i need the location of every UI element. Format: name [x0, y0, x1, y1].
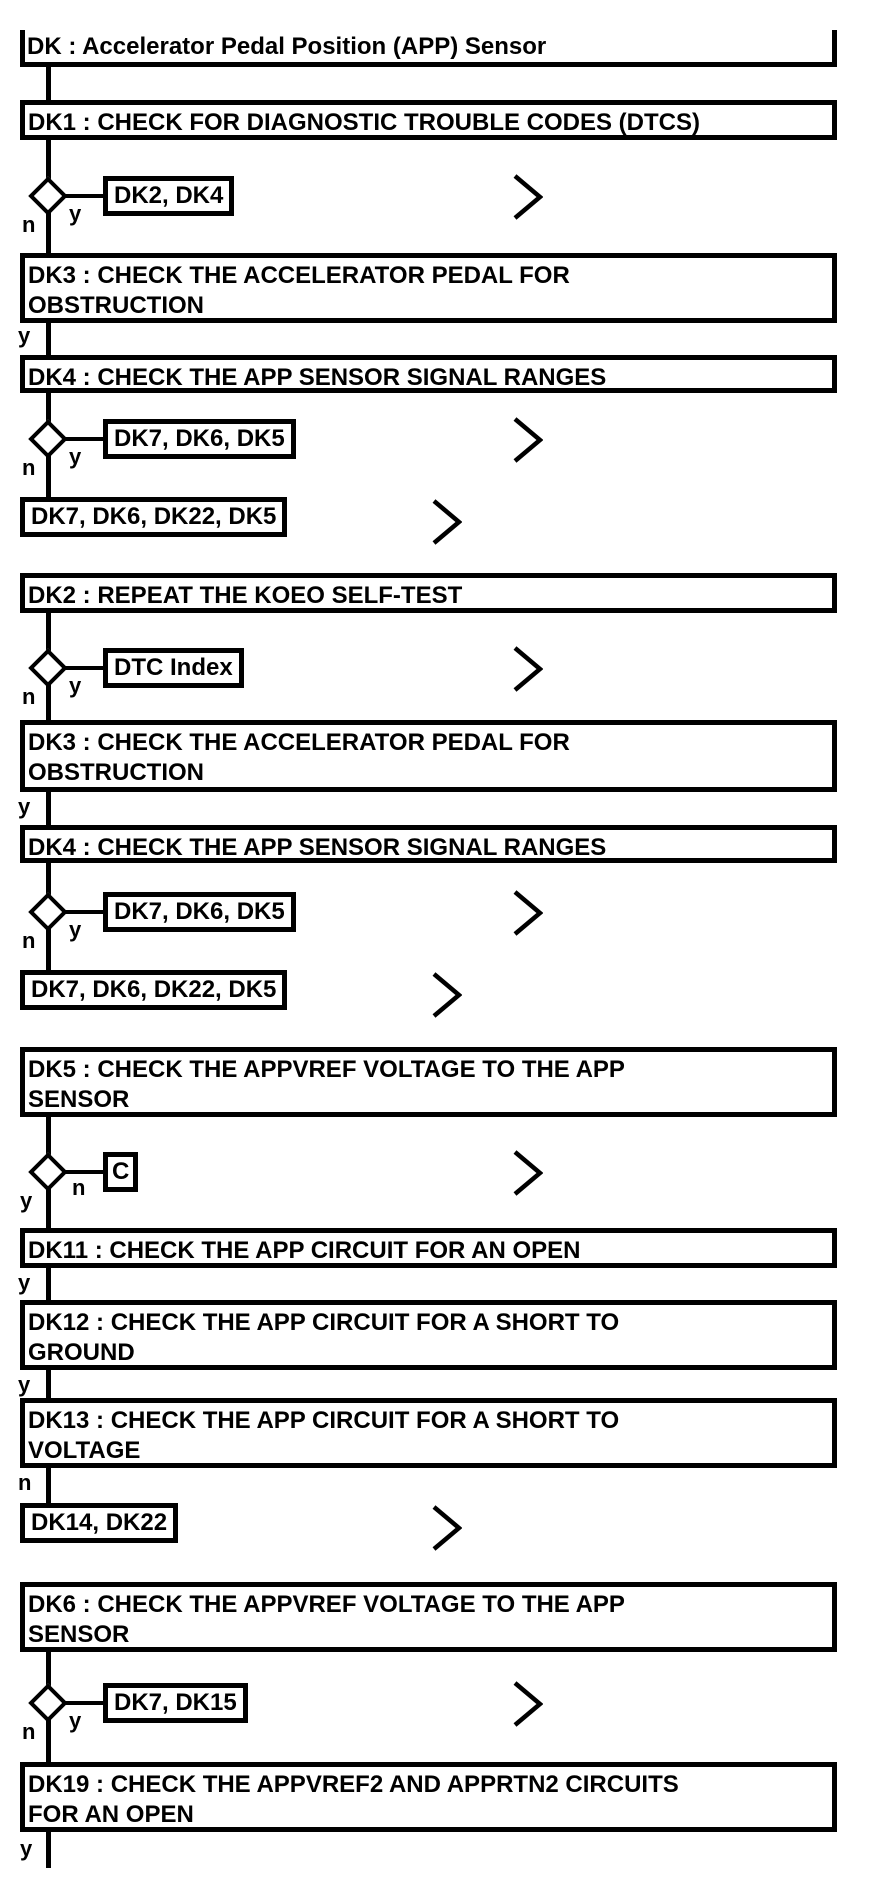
flow-connector-line: [46, 792, 51, 825]
step-text-line: DK19 : CHECK THE APPVREF2 AND APPRTN2 CI…: [28, 1771, 679, 1798]
branch-label-no: n: [22, 684, 36, 709]
step-text-line: DK1 : CHECK FOR DIAGNOSTIC TROUBLE CODES…: [28, 109, 700, 136]
branch-line: [62, 910, 106, 914]
branch-line: [62, 1701, 106, 1705]
step-text-line: DK11 : CHECK THE APP CIRCUIT FOR AN OPEN: [28, 1237, 581, 1264]
flow-connector-line: [46, 453, 51, 497]
branch-line: [62, 666, 106, 670]
go-to-box-dtc-index: DTC Index: [103, 648, 244, 688]
branch-label-no: n: [22, 1719, 36, 1744]
branch-label-yes: y: [69, 673, 82, 698]
flow-title: DK : Accelerator Pedal Position (APP) Se…: [27, 33, 547, 60]
step-text-line: SENSOR: [28, 1621, 130, 1648]
flow-connector-line: [46, 1717, 51, 1762]
flow-connector-line: [46, 393, 51, 425]
continue-chevron-icon: [513, 646, 543, 692]
continue-chevron-icon: [513, 890, 543, 936]
step-box-dk5: DK5 : CHECK THE APPVREF VOLTAGE TO THE A…: [20, 1047, 837, 1117]
step-box-dk1: DK1 : CHECK FOR DIAGNOSTIC TROUBLE CODES…: [20, 100, 837, 140]
flow-connector-line: [46, 1468, 51, 1503]
flow-connector-line: [46, 323, 51, 355]
flow-connector-line: [46, 1117, 51, 1158]
continue-chevron-icon: [432, 1505, 462, 1551]
step-box-dk11: DK11 : CHECK THE APP CIRCUIT FOR AN OPEN: [20, 1228, 837, 1268]
step-text-line: DK4 : CHECK THE APP SENSOR SIGNAL RANGES: [28, 364, 607, 391]
flow-title-box: DK : Accelerator Pedal Position (APP) Se…: [20, 30, 837, 67]
branch-label-yes: y: [69, 1708, 82, 1733]
step-box-dk3-2: DK3 : CHECK THE ACCELERATOR PEDAL FOR OB…: [20, 720, 837, 792]
branch-line: [62, 194, 106, 198]
continue-chevron-icon: [432, 499, 462, 545]
flow-connector-line: [46, 1370, 51, 1398]
flow-connector-line: [46, 863, 51, 898]
continue-chevron-icon: [513, 174, 543, 220]
step-box-dk3: DK3 : CHECK THE ACCELERATOR PEDAL FOR OB…: [20, 253, 837, 323]
step-text-line: OBSTRUCTION: [28, 292, 204, 319]
branch-label-no: n: [72, 1175, 86, 1200]
flow-connector-line: [46, 1268, 51, 1300]
step-text-line: GROUND: [28, 1339, 135, 1366]
exit-label-yes: y: [18, 1270, 31, 1295]
step-text-line: FOR AN OPEN: [28, 1801, 194, 1828]
flow-connector-line: [46, 67, 51, 100]
exit-label-yes: y: [18, 323, 31, 348]
branch-label-yes: y: [69, 201, 82, 226]
branch-label-no: n: [22, 455, 36, 480]
go-to-box-dk7-dk6-dk22-dk5: DK7, DK6, DK22, DK5: [20, 497, 288, 537]
go-to-box-dk14-dk22: DK14, DK22: [20, 1503, 179, 1543]
step-text-line: VOLTAGE: [28, 1437, 141, 1464]
branch-label-yes: y: [69, 917, 82, 942]
step-text-line: DK3 : CHECK THE ACCELERATOR PEDAL FOR: [28, 262, 570, 289]
exit-label-yes: y: [18, 794, 31, 819]
branch-label-yes: y: [20, 1188, 33, 1213]
flow-connector-line: [46, 140, 51, 182]
go-to-box-dk2-dk4: DK2, DK4: [103, 176, 235, 216]
step-box-dk2: DK2 : REPEAT THE KOEO SELF-TEST: [20, 573, 837, 613]
step-box-dk6: DK6 : CHECK THE APPVREF VOLTAGE TO THE A…: [20, 1582, 837, 1652]
step-text-line: DK6 : CHECK THE APPVREF VOLTAGE TO THE A…: [28, 1591, 625, 1618]
branch-label-no: n: [22, 212, 36, 237]
flow-connector-line: [46, 1186, 51, 1228]
branch-label-no: n: [22, 928, 36, 953]
continue-chevron-icon: [513, 1681, 543, 1727]
go-to-box-dk7-dk15: DK7, DK15: [103, 1683, 248, 1723]
step-text-line: SENSOR: [28, 1086, 130, 1113]
branch-line: [62, 1170, 106, 1174]
flow-connector-line: [46, 682, 51, 720]
flow-connector-line: [46, 926, 51, 970]
flow-connector-line: [46, 210, 51, 253]
exit-label-yes: y: [18, 1372, 31, 1397]
branch-line: [62, 437, 106, 441]
exit-label-yes: y: [20, 1836, 33, 1861]
step-text-line: DK3 : CHECK THE ACCELERATOR PEDAL FOR: [28, 729, 570, 756]
go-to-box-c: C: [103, 1152, 139, 1192]
step-box-dk4: DK4 : CHECK THE APP SENSOR SIGNAL RANGES: [20, 355, 837, 393]
go-to-box-dk7-dk6-dk5: DK7, DK6, DK5: [103, 892, 296, 932]
step-text-line: DK12 : CHECK THE APP CIRCUIT FOR A SHORT…: [28, 1309, 620, 1336]
step-text-line: OBSTRUCTION: [28, 759, 204, 786]
go-to-box-dk7-dk6-dk22-dk5: DK7, DK6, DK22, DK5: [20, 970, 288, 1010]
step-box-dk12: DK12 : CHECK THE APP CIRCUIT FOR A SHORT…: [20, 1300, 837, 1370]
branch-label-yes: y: [69, 444, 82, 469]
flow-connector-line: [46, 613, 51, 654]
step-text-line: DK13 : CHECK THE APP CIRCUIT FOR A SHORT…: [28, 1407, 620, 1434]
continue-chevron-icon: [513, 417, 543, 463]
go-to-box-dk7-dk6-dk5: DK7, DK6, DK5: [103, 419, 296, 459]
step-box-dk13: DK13 : CHECK THE APP CIRCUIT FOR A SHORT…: [20, 1398, 837, 1468]
step-box-dk19: DK19 : CHECK THE APPVREF2 AND APPRTN2 CI…: [20, 1762, 837, 1832]
step-text-line: DK4 : CHECK THE APP SENSOR SIGNAL RANGES: [28, 834, 607, 861]
step-text-line: DK2 : REPEAT THE KOEO SELF-TEST: [28, 582, 463, 609]
flow-connector-line: [46, 1652, 51, 1689]
continue-chevron-icon: [513, 1150, 543, 1196]
step-text-line: DK5 : CHECK THE APPVREF VOLTAGE TO THE A…: [28, 1056, 625, 1083]
step-box-dk4-2: DK4 : CHECK THE APP SENSOR SIGNAL RANGES: [20, 825, 837, 863]
exit-label-no: n: [18, 1470, 32, 1495]
continue-chevron-icon: [432, 972, 462, 1018]
flow-connector-line: [46, 1832, 51, 1868]
